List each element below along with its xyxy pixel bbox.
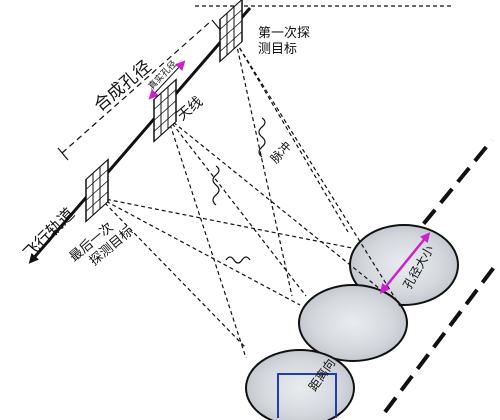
first-detection-label-line1: 第一次探: [258, 25, 310, 41]
synthetic-aperture-tick-bottom: [57, 147, 69, 161]
aperture-size-arrow: [379, 232, 431, 294]
antenna-grid-first: [219, 0, 243, 63]
antenna-grid-middle: [153, 78, 177, 143]
synthetic-aperture-dimension: [61, 21, 211, 154]
flight-track-line: [28, 7, 252, 264]
synthetic-aperture-label: 合成孔径: [90, 57, 155, 116]
pulse-waves: [212, 117, 266, 264]
target-ellipse-middle: [298, 284, 408, 362]
antenna-grid-last: [85, 158, 109, 223]
target-ellipse-lower: [245, 349, 355, 420]
first-detection-label-line2: 测目标: [258, 42, 297, 57]
antenna-label: 天线: [174, 94, 206, 124]
beam-lines: [99, 5, 452, 359]
swath-boundary-bottom: [383, 260, 500, 414]
real-aperture-dimension: [148, 60, 186, 100]
range-direction-box: [277, 373, 337, 418]
pulse-label: 脉冲: [267, 138, 294, 166]
